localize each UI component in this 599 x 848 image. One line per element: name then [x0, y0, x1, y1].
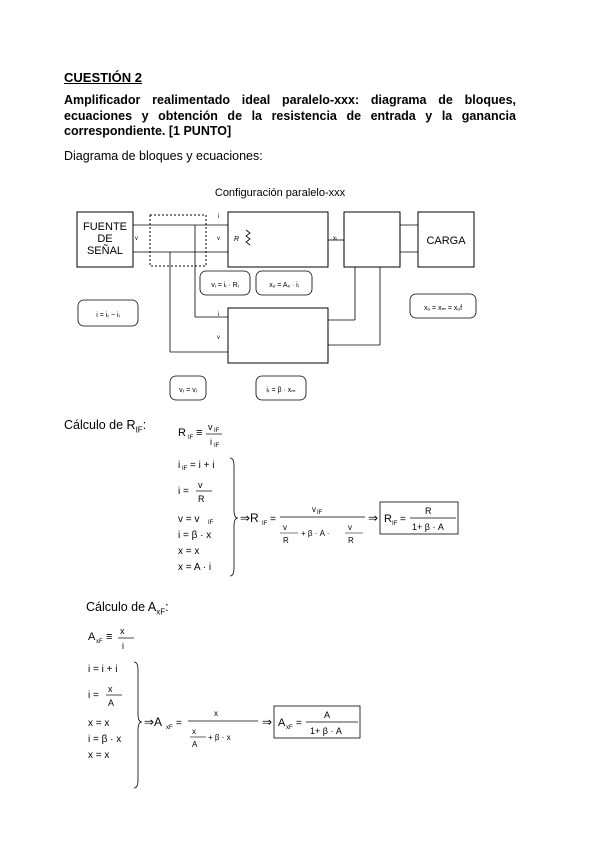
axf-intro: Cálculo de AxF: — [86, 600, 169, 617]
load-block — [417, 211, 475, 268]
svg-text:IF: IF — [262, 521, 268, 527]
svg-text:i: i — [210, 437, 212, 447]
svg-text:IF: IF — [208, 520, 214, 526]
svg-text:R: R — [198, 494, 205, 504]
rif-result-num: R — [425, 506, 432, 516]
svg-text:x = x: x = x — [178, 546, 199, 557]
svg-text:IF: IF — [182, 466, 188, 472]
svg-text:≡: ≡ — [106, 631, 112, 643]
svg-text:x = A · i: x = A · i — [178, 562, 211, 573]
svg-text:IF: IF — [214, 428, 220, 434]
svg-text:R: R — [348, 536, 354, 545]
question-heading: CUESTIÓN 2 — [64, 70, 143, 85]
svg-text:=: = — [270, 514, 276, 525]
svg-text:IF: IF — [392, 521, 398, 527]
svg-text:xF: xF — [96, 639, 103, 645]
svg-text:A: A — [88, 631, 96, 643]
svg-text:v: v — [135, 236, 138, 242]
svg-text:i: i — [122, 641, 124, 651]
svg-text:IF: IF — [214, 443, 220, 449]
svg-text:⇒: ⇒ — [368, 511, 378, 525]
svg-text:+ β · x: + β · x — [208, 733, 231, 742]
svg-text:R: R — [283, 536, 289, 545]
eq-vr-box: vᵣ = vᵢ — [179, 387, 197, 394]
source-block — [76, 211, 134, 268]
svg-text:v: v — [312, 505, 316, 514]
source-label-3: SEÑAL — [87, 244, 123, 257]
svg-text:v: v — [217, 236, 220, 242]
svg-text:x: x — [120, 626, 125, 636]
diagram-caption: Configuración paralelo-xxx — [215, 187, 346, 199]
amplifier-block — [227, 211, 329, 268]
mixer-box — [149, 214, 207, 267]
svg-text:v: v — [208, 422, 213, 432]
svg-text:A: A — [278, 717, 286, 729]
svg-text:v: v — [198, 480, 203, 490]
svg-text:v: v — [217, 335, 220, 341]
svg-text:i: i — [218, 312, 219, 318]
svg-text:⇒A: ⇒A — [144, 715, 162, 729]
eq-xo-box: xₒ = Aₓ · iᵢ — [269, 282, 299, 289]
question-statement: Amplificador realimentado ideal paralelo… — [64, 93, 516, 138]
svg-text:x: x — [108, 684, 113, 694]
axf-result-num: A — [324, 710, 330, 720]
svg-text:xᵢ: xᵢ — [333, 236, 337, 242]
feedback-block — [227, 307, 329, 364]
sampling-block — [343, 211, 401, 268]
svg-text:=: = — [400, 514, 406, 525]
block-diagram: Configuración paralelo-xxx FUENTE DE SEÑ… — [76, 187, 477, 401]
svg-text:=: = — [176, 718, 182, 729]
svg-text:+ β · A ·: + β · A · — [301, 529, 329, 538]
svg-text:i = i + i: i = i + i — [88, 664, 117, 675]
eq-vi-box: vᵢ = iᵢ · Rᵢ — [211, 282, 239, 289]
source-label-1: FUENTE — [83, 221, 127, 233]
source-label-2: DE — [97, 233, 112, 245]
svg-text:R: R — [178, 427, 186, 439]
svg-text:IF: IF — [188, 435, 194, 441]
svg-text:x = x: x = x — [88, 718, 109, 729]
svg-text:i: i — [218, 214, 219, 220]
svg-text:⇒: ⇒ — [262, 715, 272, 729]
svg-text:i: i — [178, 460, 180, 471]
svg-text:i = β · x: i = β · x — [88, 734, 121, 745]
load-label: CARGA — [426, 235, 466, 247]
svg-text:A: A — [108, 698, 114, 708]
svg-text:⇒R: ⇒R — [240, 511, 259, 525]
svg-text:A: A — [192, 740, 198, 749]
axf-result-den: 1+ β · A — [310, 726, 342, 736]
eq-ir-box: iᵣ = β · xₘ — [266, 387, 295, 394]
svg-text:v = v: v = v — [178, 514, 199, 525]
svg-text:i =: i = — [178, 486, 189, 497]
svg-text:x: x — [192, 727, 196, 736]
rif-result-den: 1+ β · A — [412, 522, 444, 532]
rif-intro: Cálculo de RIF: — [64, 418, 147, 435]
svg-text:IF: IF — [317, 510, 323, 516]
svg-text:R: R — [384, 513, 392, 525]
svg-text:x: x — [214, 709, 218, 718]
svg-text:xF: xF — [286, 725, 293, 731]
svg-text:R: R — [234, 236, 239, 243]
svg-text:=: = — [296, 718, 302, 729]
svg-text:= i + i: = i + i — [190, 460, 214, 471]
svg-text:x = x: x = x — [88, 750, 109, 761]
svg-text:≡: ≡ — [196, 427, 202, 439]
svg-text:i = β · x: i = β · x — [178, 530, 211, 541]
svg-text:i =: i = — [88, 690, 99, 701]
svg-text:v: v — [283, 523, 287, 532]
eq-i-box: i = iᵣ − iᵢ — [96, 312, 119, 319]
diagram-intro: Diagrama de bloques y ecuaciones: — [64, 149, 263, 163]
svg-text:xF: xF — [166, 725, 173, 731]
svg-text:v: v — [348, 523, 352, 532]
eq-xo-xm-box: xₒ = xₘ = xₒf — [424, 305, 462, 312]
